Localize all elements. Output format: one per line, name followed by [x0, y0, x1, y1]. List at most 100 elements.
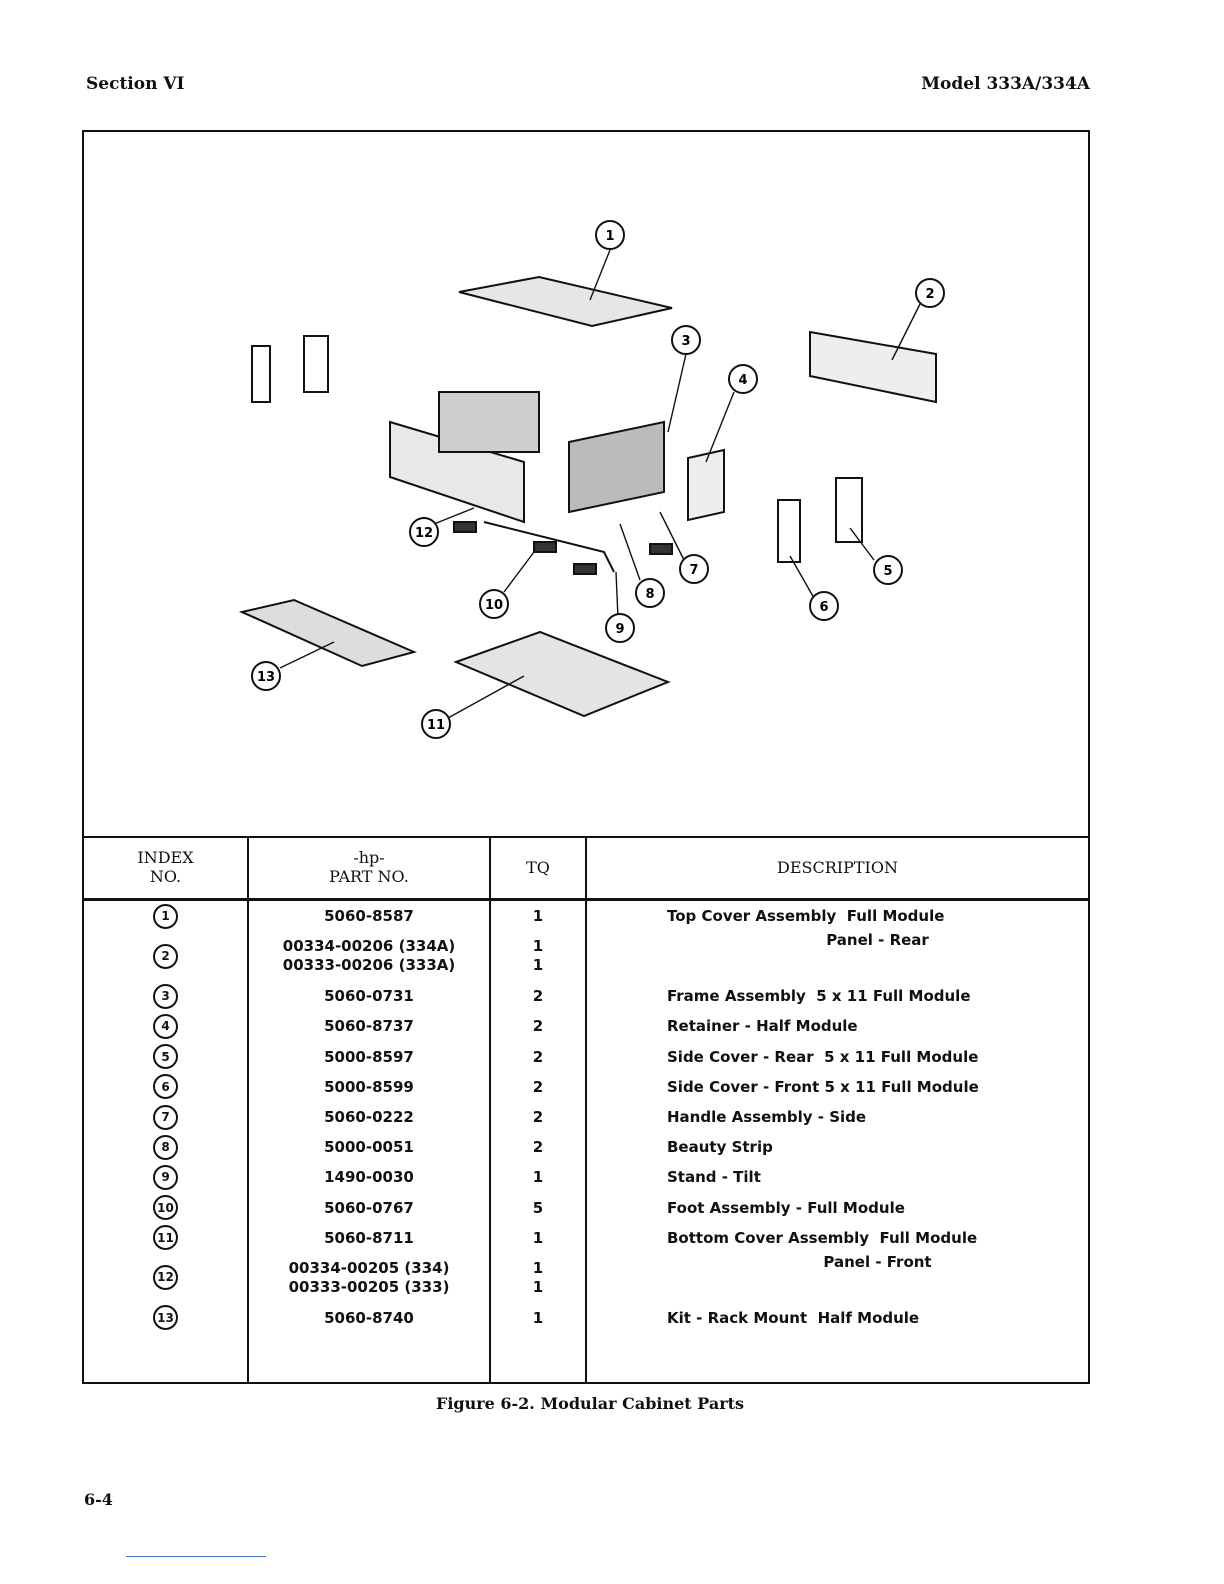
part-number: 5000-8599 [324, 1077, 414, 1096]
index-header: INDEX NO. [84, 836, 248, 901]
page-number: 6-4 [84, 1490, 113, 1509]
svg-text:5: 5 [883, 564, 892, 579]
part-number-cell: 00334-00205 (334)00333-00205 (333) [249, 1253, 489, 1303]
index-circle: 10 [153, 1195, 178, 1221]
description-text: Bottom Cover Assembly Full Module [667, 1228, 978, 1247]
callout-3: 3 [671, 325, 701, 355]
index-cell: 9 [84, 1162, 247, 1192]
index-header-line2: NO. [149, 867, 182, 886]
description-cell: Handle Assembly - Side [587, 1102, 1088, 1132]
tq-value: 1 [532, 956, 544, 975]
callout-leaders [279, 249, 921, 719]
index-circle: 3 [153, 983, 178, 1009]
part-number: 5060-0222 [324, 1108, 414, 1127]
tq-cell: 1 [491, 1223, 585, 1253]
tq-cell: 1 [491, 901, 585, 931]
index-circle: 1 [153, 903, 178, 929]
tq-value: 1 [532, 907, 544, 926]
description-text: Panel - Rear [826, 931, 929, 950]
tq-value: 2 [532, 1138, 544, 1157]
rear-panel-shape [809, 330, 937, 404]
tq-cell: 2 [491, 1011, 585, 1041]
tq-value: 1 [532, 1277, 544, 1296]
part-number-cell: 5060-8711 [249, 1223, 489, 1253]
tq-value: 5 [532, 1198, 544, 1217]
index-cell: 11 [84, 1223, 247, 1253]
description-text: Top Cover Assembly Full Module [667, 907, 945, 926]
description-text: Kit - Rack Mount Half Module [667, 1308, 920, 1327]
svg-text:3: 3 [681, 334, 690, 349]
model-label: Model 333A/334A [921, 74, 1090, 94]
description-cell: Panel - Front [587, 1253, 1088, 1303]
part-number-cell: 1490-0030 [249, 1162, 489, 1192]
tq-cell: 2 [491, 1072, 585, 1102]
index-circle: 7 [153, 1104, 178, 1130]
index-cell: 1 [84, 901, 247, 931]
description-text: Handle Assembly - Side [667, 1108, 867, 1127]
part-number-cell: 5000-8597 [249, 1042, 489, 1072]
index-cell: 13 [84, 1303, 247, 1333]
section-label: Section VI [86, 74, 185, 94]
side-cover-left-b [303, 335, 329, 393]
part-number: 5000-0051 [324, 1138, 414, 1157]
retainer-shape [687, 448, 725, 522]
index-cell: 6 [84, 1072, 247, 1102]
svg-text:11: 11 [427, 718, 445, 733]
part-number-cell: 5060-0767 [249, 1193, 489, 1223]
svg-text:7: 7 [689, 563, 698, 578]
callout-11: 11 [421, 709, 451, 739]
part-number-cell: 00334-00206 (334A)00333-00206 (333A) [249, 931, 489, 981]
description-cell: Retainer - Half Module [587, 1011, 1088, 1041]
part-number: 5000-8597 [324, 1047, 414, 1066]
description-header: DESCRIPTION [585, 836, 1088, 901]
part-number: 00334-00205 (334) [288, 1258, 450, 1277]
callout-2: 2 [915, 278, 945, 308]
index-cell: 2 [84, 931, 247, 981]
index-cell: 8 [84, 1132, 247, 1162]
frame-left-shape [438, 391, 540, 453]
part-number-cell: 5060-8587 [249, 901, 489, 931]
side-cover-right-b [835, 477, 863, 543]
rack-kit-shape [238, 598, 418, 668]
tq-value: 1 [532, 1228, 544, 1247]
index-circle: 12 [153, 1265, 178, 1291]
description-text: Foot Assembly - Full Module [667, 1198, 905, 1217]
index-cell: 7 [84, 1102, 247, 1132]
part-column: 5060-8587 00334-00206 (334A)00333-00206 (… [247, 899, 490, 1382]
index-cell: 5 [84, 1042, 247, 1072]
index-cell: 12 [84, 1253, 247, 1303]
part-number: 00334-00206 (334A) [282, 937, 456, 956]
tq-value: 2 [532, 1077, 544, 1096]
table-header-row: INDEX NO. -hp- PART NO. TQ DESCRIPTION [84, 836, 1088, 901]
part-number: 00333-00206 (333A) [282, 956, 456, 975]
tq-header: TQ [489, 836, 586, 901]
svg-text:13: 13 [257, 670, 275, 685]
description-text: Panel - Front [823, 1252, 932, 1271]
index-cell: 10 [84, 1193, 247, 1223]
svg-text:12: 12 [415, 526, 433, 541]
svg-text:4: 4 [738, 373, 747, 388]
description-cell: Kit - Rack Mount Half Module [587, 1303, 1088, 1333]
footer-rule [126, 1556, 266, 1557]
index-circle: 11 [153, 1225, 178, 1251]
tq-value: 2 [532, 1047, 544, 1066]
part-number: 5060-8587 [324, 907, 414, 926]
part-number-cell: 5000-8599 [249, 1072, 489, 1102]
part-number: 1490-0030 [324, 1168, 414, 1187]
part-number-cell: 5060-0731 [249, 981, 489, 1011]
frame-right-shape [568, 420, 665, 514]
svg-text:6: 6 [819, 600, 828, 615]
description-cell: Beauty Strip [587, 1132, 1088, 1162]
callout-4: 4 [728, 364, 758, 394]
tq-value: 1 [532, 1308, 544, 1327]
tq-value: 2 [532, 987, 544, 1006]
part-number-cell: 5060-0222 [249, 1102, 489, 1132]
cabinet-exploded-drawing: 1 2 3 4 5 6 7 8 9 10 11 12 13 [238, 220, 945, 739]
description-text: Side Cover - Rear 5 x 11 Full Module [667, 1047, 979, 1066]
tq-value: 1 [532, 937, 544, 956]
